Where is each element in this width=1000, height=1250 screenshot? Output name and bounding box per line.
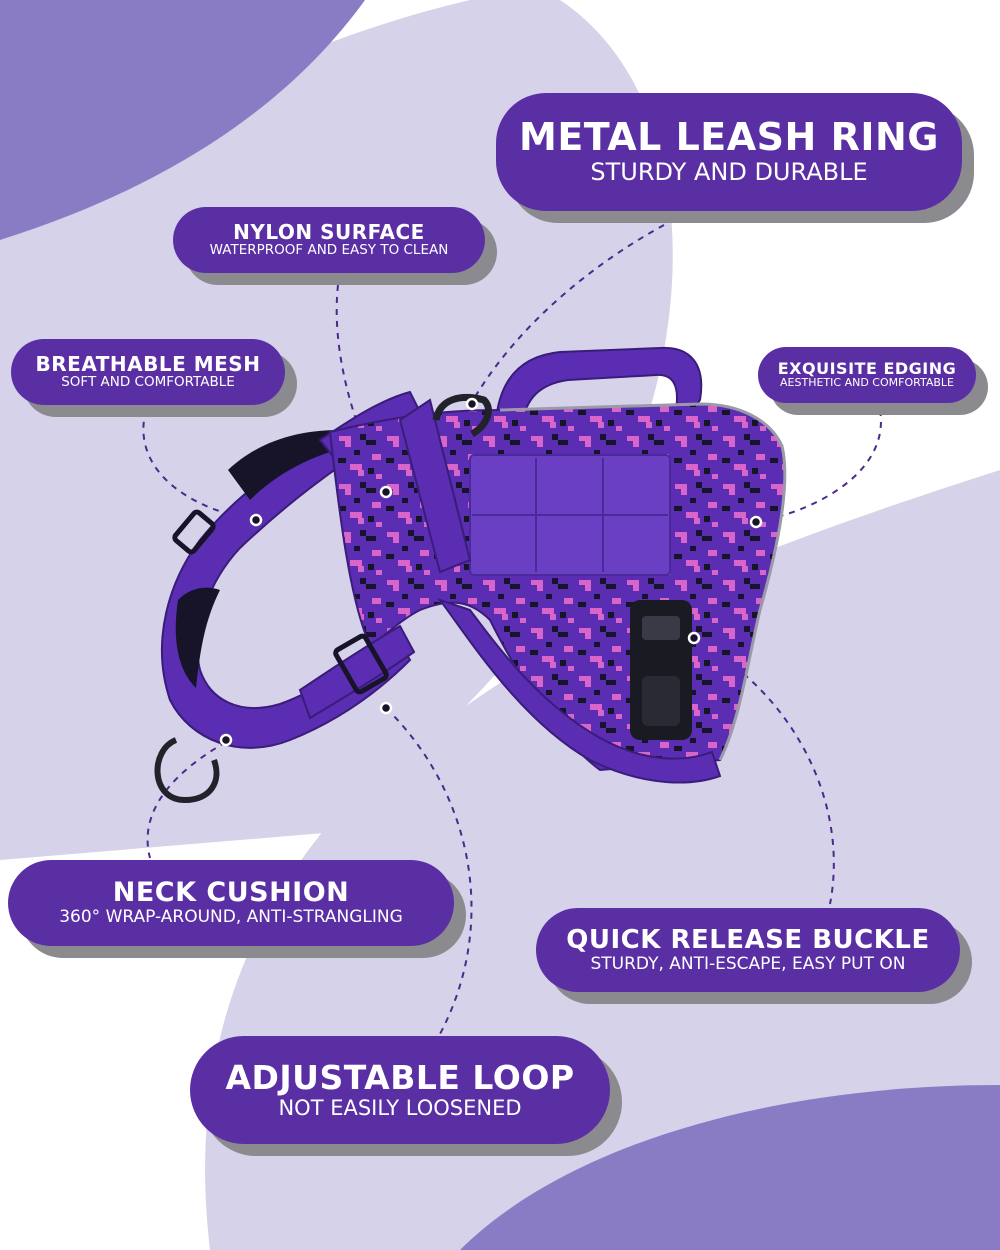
top-handle — [494, 346, 703, 426]
label-subtitle: 360° WRAP-AROUND, ANTI-STRANGLING — [59, 907, 403, 928]
label-subtitle: SOFT AND COMFORTABLE — [61, 374, 235, 391]
label-title: QUICK RELEASE BUCKLE — [566, 924, 930, 955]
label-neck-cushion: NECK CUSHION 360° WRAP-AROUND, ANTI-STRA… — [8, 860, 454, 946]
dot-metal-ring — [465, 397, 479, 411]
label-adjustable-loop: ADJUSTABLE LOOP NOT EASILY LOOSENED — [190, 1036, 610, 1144]
dot-mesh — [249, 513, 263, 527]
dot-nylon — [379, 485, 393, 499]
label-title: NECK CUSHION — [112, 877, 350, 909]
chest-strap — [398, 398, 472, 574]
dot-neck — [219, 733, 233, 747]
label-title: NYLON SURFACE — [233, 220, 425, 245]
label-subtitle: STURDY, ANTI-ESCAPE, EASY PUT ON — [590, 953, 906, 974]
label-breathable-mesh: BREATHABLE MESH SOFT AND COMFORTABLE — [11, 339, 285, 405]
label-exquisite-edging: EXQUISITE EDGING AESTHETIC AND COMFORTAB… — [758, 347, 976, 403]
neck-slider — [172, 509, 216, 555]
adjustable-strap — [298, 624, 416, 720]
label-title: ADJUSTABLE LOOP — [225, 1057, 575, 1097]
dot-edging — [749, 515, 763, 529]
dot-loop — [379, 701, 393, 715]
metal-leash-ring — [432, 394, 492, 438]
label-subtitle: NOT EASILY LOOSENED — [278, 1096, 522, 1121]
label-title: BREATHABLE MESH — [35, 352, 261, 377]
bg-corner-bottom-right — [460, 1085, 1000, 1250]
belly-strap — [437, 598, 722, 784]
label-metal-leash-ring: METAL LEASH RING STURDY AND DURABLE — [496, 93, 962, 211]
label-subtitle: AESTHETIC AND COMFORTABLE — [780, 376, 954, 390]
label-quick-release-buckle: QUICK RELEASE BUCKLE STURDY, ANTI-ESCAPE… — [536, 908, 960, 992]
neck-mesh — [175, 587, 220, 688]
label-title: METAL LEASH RING — [519, 115, 939, 160]
label-subtitle: STURDY AND DURABLE — [590, 158, 868, 187]
adjustable-slider — [333, 633, 389, 695]
bg-corner-top-left — [0, 0, 365, 240]
label-title: EXQUISITE EDGING — [777, 358, 957, 378]
label-nylon-surface: NYLON SURFACE WATERPROOF AND EASY TO CLE… — [173, 207, 485, 273]
label-subtitle: WATERPROOF AND EASY TO CLEAN — [209, 242, 449, 259]
dot-buckle — [687, 631, 701, 645]
d-ring — [154, 737, 220, 804]
reflective-edging — [499, 402, 787, 761]
